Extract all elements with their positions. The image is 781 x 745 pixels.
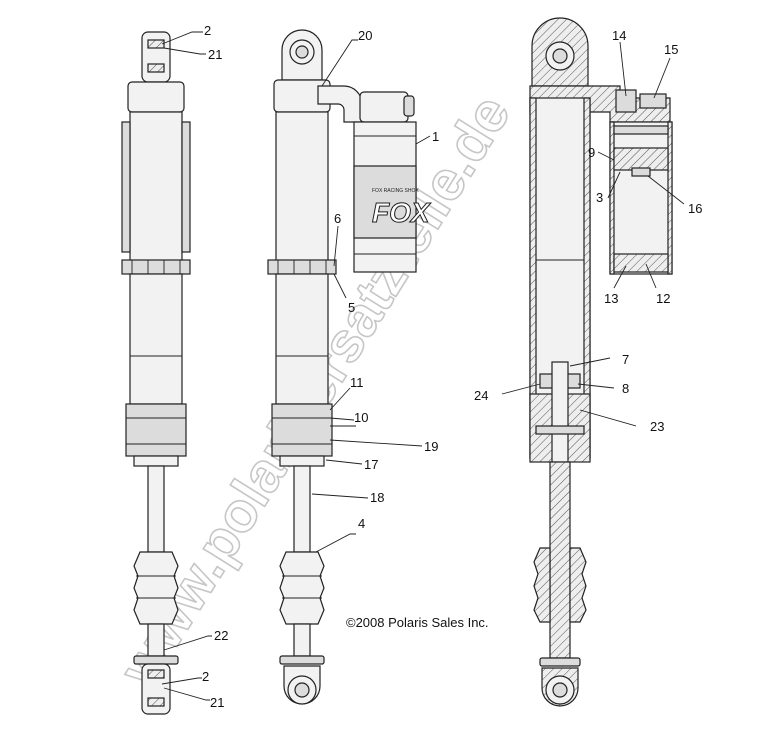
callout-22: 22 [214,628,228,643]
callout-2-bot: 2 [202,669,209,684]
callout-13: 13 [604,291,618,306]
callout-18: 18 [370,490,384,505]
shock-front-view [121,31,191,715]
callout-labels: 2 21 20 1 6 5 11 10 19 17 18 4 22 2 21 1… [202,23,702,710]
callout-12: 12 [656,291,670,306]
shock-side-view: FOX FOX RACING SHOX [267,29,432,705]
callout-10: 10 [354,410,368,425]
copyright-notice: ©2008 Polaris Sales Inc. [346,615,489,630]
callout-2-top: 2 [204,23,211,38]
callout-21-bot: 21 [210,695,224,710]
callout-11: 11 [350,375,364,390]
callout-8: 8 [622,381,629,396]
callout-16: 16 [688,201,702,216]
callout-15: 15 [664,42,678,57]
callout-19: 19 [424,439,438,454]
callout-23: 23 [650,419,664,434]
callout-7: 7 [622,352,629,367]
reservoir-small-text: FOX RACING SHOX [372,188,419,194]
callout-4: 4 [358,516,365,531]
callout-20: 20 [358,28,372,43]
callout-14: 14 [612,28,626,43]
callout-24: 24 [474,388,488,403]
reservoir-brand-text: FOX [372,197,432,228]
leader-lines [161,31,685,701]
callout-17: 17 [364,457,378,472]
callout-5: 5 [348,300,355,315]
callout-3: 3 [596,190,603,205]
callout-6: 6 [334,211,341,226]
callout-1: 1 [432,129,439,144]
callout-9: 9 [588,145,595,160]
shock-cross-section [529,17,673,707]
callout-21-top: 21 [208,47,222,62]
